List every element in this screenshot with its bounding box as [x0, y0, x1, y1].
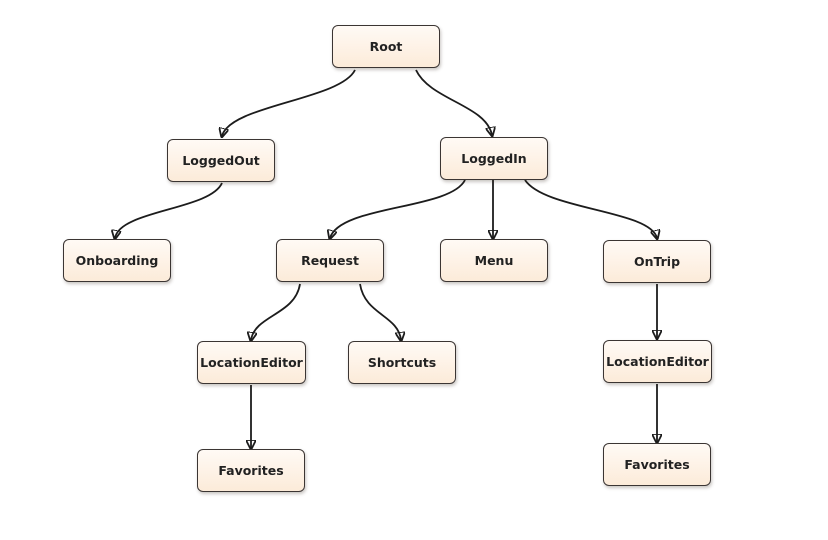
node-menu: Menu [440, 239, 548, 282]
edge-request-to-shortcuts [359, 283, 401, 340]
node-onboarding: Onboarding [63, 239, 171, 282]
node-root: Root [332, 25, 440, 68]
edge-loggedin-to-ontrip [524, 179, 657, 238]
node-shortcuts: Shortcuts [348, 341, 456, 384]
node-loggedin: LoggedIn [440, 137, 548, 180]
node-ontrip: OnTrip [603, 240, 711, 283]
edge-request-to-locationeditor [251, 283, 301, 340]
node-request: Request [276, 239, 384, 282]
edge-loggedin-to-request [330, 179, 466, 238]
edge-loggedout-to-onboarding [115, 182, 223, 238]
edge-root-to-loggedin [415, 69, 492, 135]
node-favorites-request: Favorites [197, 449, 305, 492]
node-locationeditor-ontrip: LocationEditor [603, 340, 712, 383]
node-favorites-ontrip: Favorites [603, 443, 711, 486]
node-locationeditor-request: LocationEditor [197, 341, 306, 384]
edge-root-to-loggedout [222, 69, 356, 136]
node-loggedout: LoggedOut [167, 139, 275, 182]
